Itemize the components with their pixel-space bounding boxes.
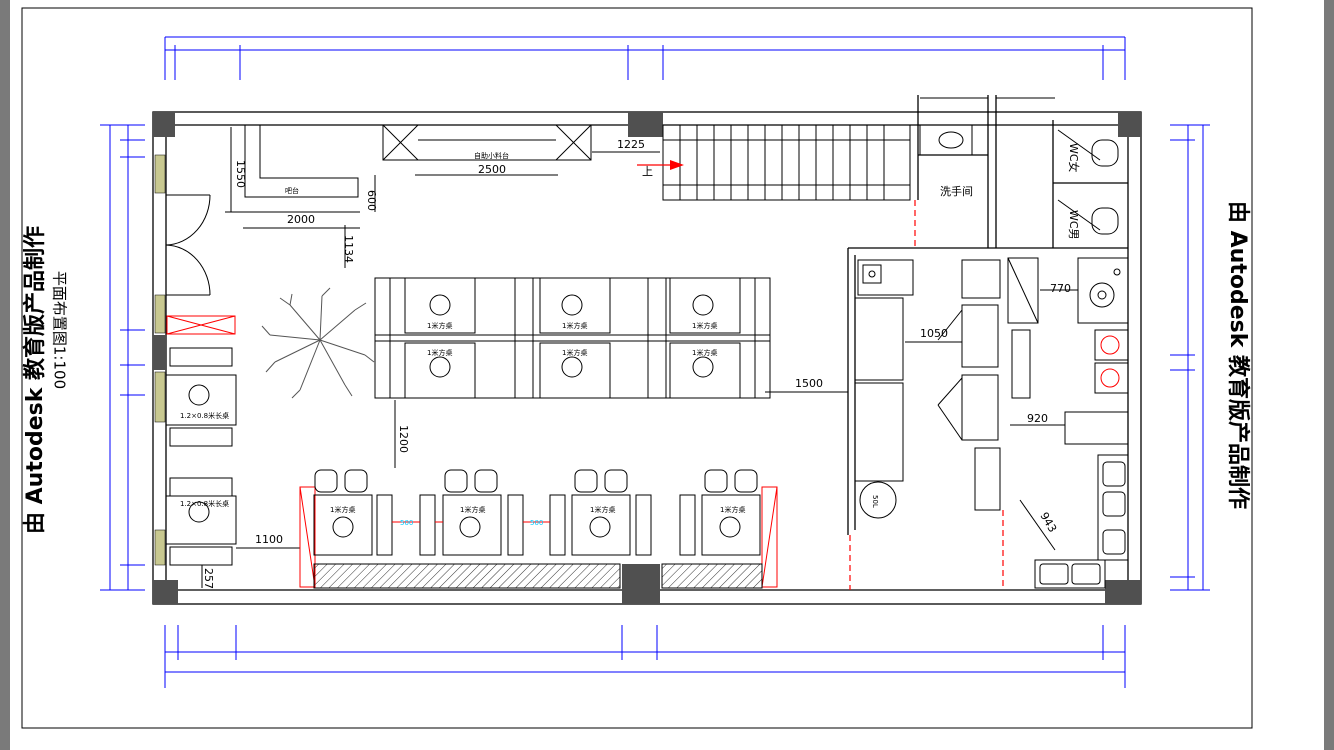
watermark-left: 由 Autodesk 教育版产品制作 xyxy=(23,225,48,535)
dim-600: 600 xyxy=(365,190,378,211)
self-service-counter xyxy=(382,124,660,176)
table-label: 1米方桌 xyxy=(460,505,485,514)
windows xyxy=(154,154,166,566)
washbasin xyxy=(919,97,1055,156)
plan-title: 平面布置图1:100 xyxy=(50,270,69,390)
table-label: 1米方桌 xyxy=(427,348,452,357)
dim-943: 943 xyxy=(1037,510,1059,535)
long-table-label: 1.2×0.8米长桌 xyxy=(180,499,229,508)
dim-500: 500 xyxy=(400,519,413,527)
table-label: 1米方桌 xyxy=(590,505,615,514)
bottom-tables xyxy=(299,400,778,589)
dim-1050: 1050 xyxy=(920,327,948,340)
dim-920: 920 xyxy=(1027,412,1048,425)
dim-1225: 1225 xyxy=(617,138,645,151)
watermark-right: 由 Autodesk 教育版产品制作 xyxy=(1225,200,1250,510)
long-table-label: 1.2×0.8米长桌 xyxy=(180,411,229,420)
dim-1100: 1100 xyxy=(255,533,283,546)
stair-arrow xyxy=(637,160,684,170)
red-dashed-lines xyxy=(849,200,1004,590)
washroom-label: 洗手间 xyxy=(940,184,973,198)
kitchen-fixtures xyxy=(765,257,1129,589)
entrance-door xyxy=(165,194,211,296)
left-tables xyxy=(165,315,300,588)
sheet-frame xyxy=(21,7,1253,729)
dim-1550: 1550 xyxy=(234,160,247,188)
wc-area xyxy=(1057,129,1119,235)
dim-2000: 2000 xyxy=(287,213,315,226)
dim-770: 770 xyxy=(1050,282,1071,295)
columns xyxy=(153,112,1141,604)
table-label: 1米方桌 xyxy=(330,505,355,514)
table-label: 1米方桌 xyxy=(692,321,717,330)
table-label: 1米方桌 xyxy=(720,505,745,514)
dimension-lines xyxy=(100,36,1210,688)
wc-female-label: WC女 xyxy=(1067,143,1081,173)
table-label: 1米方桌 xyxy=(562,348,587,357)
tree-icon xyxy=(261,287,375,399)
table-label: 1米方桌 xyxy=(562,321,587,330)
table-label: 1米方桌 xyxy=(692,348,717,357)
dim-1500: 1500 xyxy=(795,377,823,390)
water-50l-label: 50L xyxy=(871,495,879,508)
table-label: 1米方桌 xyxy=(427,321,452,330)
dim-1134: 1134 xyxy=(342,235,355,263)
bar-label: 吧台 xyxy=(285,186,299,195)
dim-257: 257 xyxy=(202,568,215,589)
central-seating xyxy=(374,277,771,399)
staircase xyxy=(662,124,911,201)
dim-1200: 1200 xyxy=(397,425,410,453)
self-service-label: 自助小料台 xyxy=(474,151,509,160)
stair-up-label: 上 xyxy=(642,165,653,178)
bar-counter xyxy=(225,125,376,268)
wc-male-label: WC男 xyxy=(1067,210,1080,240)
dim-2500: 2500 xyxy=(478,163,506,176)
dim-500: 500 xyxy=(530,519,543,527)
